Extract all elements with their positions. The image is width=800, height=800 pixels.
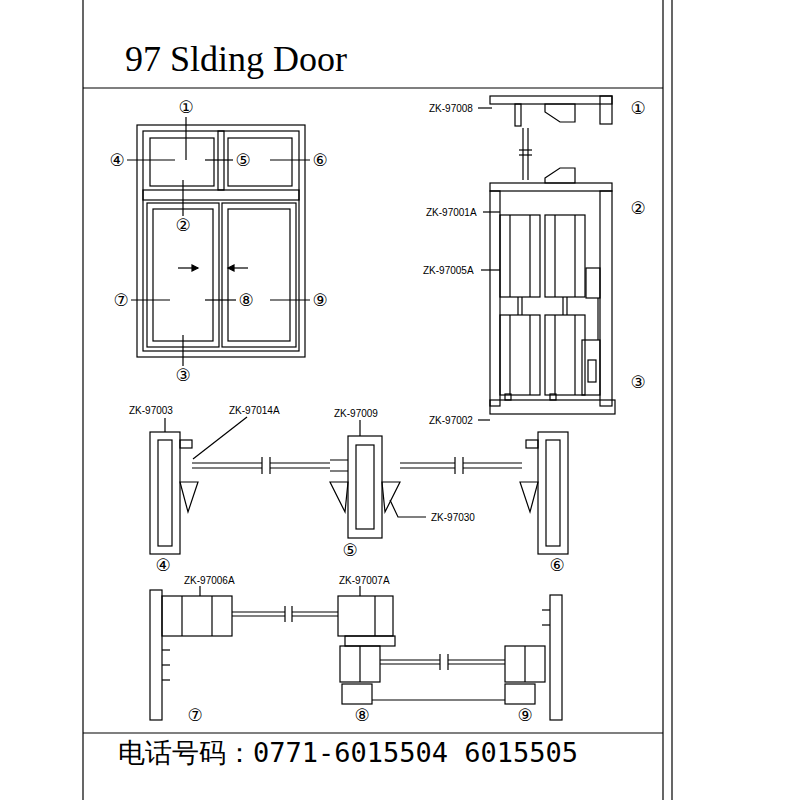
callout-number: ⑦: [187, 706, 202, 725]
part-number: ZK-97009: [333, 408, 379, 419]
callout-number: ①: [630, 99, 645, 118]
callout-number: ⑧: [238, 291, 253, 310]
callout-number: ④: [155, 556, 170, 575]
callout-number: ⑨: [312, 291, 327, 310]
callout-number: ③: [175, 366, 190, 385]
callout-number: ①: [178, 98, 193, 117]
part-number: ZK-97030: [430, 512, 476, 523]
part-number: ZK-97002: [428, 415, 474, 426]
diagram-title: 97 Slding Door: [125, 40, 347, 80]
callout-number: ④: [109, 151, 124, 170]
callout-number: ③: [630, 373, 645, 392]
phone-number: 电话号码：0771-6015504 6015505: [118, 738, 578, 768]
callout-number: ⑦: [113, 291, 128, 310]
callout-number: ⑥: [549, 556, 564, 575]
part-number: ZK-97006A: [183, 575, 236, 586]
callout-number: ⑤: [342, 541, 357, 560]
part-number: ZK-97005A: [422, 265, 475, 276]
part-number: ZK-97007A: [338, 575, 391, 586]
callout-number: ⑧: [354, 706, 369, 725]
callout-number: ②: [175, 216, 190, 235]
callout-number: ②: [630, 199, 645, 218]
part-number: ZK-97008: [428, 103, 474, 114]
part-number: ZK-97001A: [425, 207, 478, 218]
part-number: ZK-97003: [128, 405, 174, 416]
callout-number: ⑨: [517, 706, 532, 725]
callout-number: ⑤: [235, 151, 250, 170]
callout-number: ⑥: [312, 151, 327, 170]
part-number: ZK-97014A: [228, 405, 281, 416]
